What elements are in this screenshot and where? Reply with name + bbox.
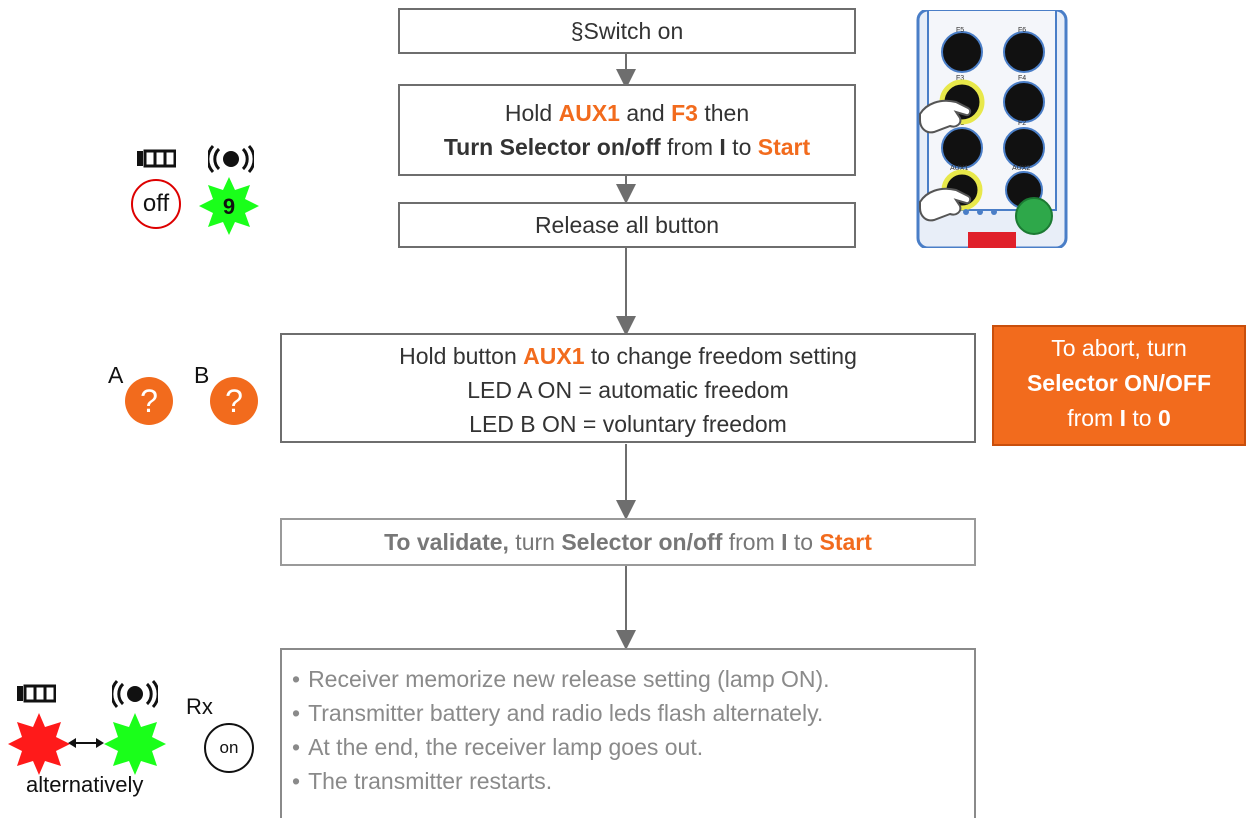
start-label: Start	[757, 134, 811, 160]
abort-note: To abort, turn Selector ON/OFF from I to…	[992, 325, 1246, 446]
led-b-description: LED B ON = voluntary freedom	[469, 411, 787, 437]
text-change-freedom: to change freedom setting	[584, 343, 857, 369]
pointing-hand-icon	[919, 187, 972, 222]
step-hold-aux1-freedom: Hold button AUX1 to change freedom setti…	[280, 333, 976, 443]
step-validate: To validate, turn Selector on/off from I…	[280, 518, 976, 566]
radio-led-green-star: 9	[199, 177, 259, 235]
radio-icon	[208, 144, 254, 174]
list-item-text: Receiver memorize new release setting (l…	[308, 666, 830, 692]
led-a-label: A	[108, 362, 124, 388]
pointing-hand-icon	[919, 99, 972, 134]
step-switch-on: §Switch on	[398, 8, 856, 54]
text-from: from	[660, 134, 720, 160]
position-i: I	[719, 134, 726, 160]
selector-knob	[1015, 197, 1053, 235]
list-item: •The transmitter restarts.	[292, 768, 553, 794]
led-a-symbol: ?	[140, 383, 158, 419]
abort-from: from	[1067, 405, 1120, 431]
alternatively-label: alternatively	[26, 772, 144, 797]
led-b-symbol: ?	[225, 383, 243, 419]
device-key-aux1: AUX1	[950, 165, 968, 172]
battery-icon	[17, 684, 56, 703]
list-item: •Transmitter battery and radio leds flas…	[292, 700, 824, 726]
abort-position-i: I	[1119, 405, 1126, 431]
result-list: •Receiver memorize new release setting (…	[280, 648, 976, 818]
text-to: to	[725, 134, 758, 160]
aux1-label: AUX1	[523, 343, 585, 369]
text-to: to	[787, 529, 820, 555]
list-item-text: Transmitter battery and radio leds flash…	[308, 700, 824, 726]
abort-selector: Selector ON/OFF	[1026, 370, 1212, 396]
step-release-all-text: Release all button	[534, 212, 720, 238]
list-item-text: The transmitter restarts.	[308, 768, 553, 794]
turn-selector-label: Turn Selector on/off	[443, 134, 661, 160]
device-key-f6: F6	[1018, 27, 1026, 34]
off-label: off	[142, 190, 170, 217]
text-and: and	[619, 100, 672, 126]
text-hold: Hold	[504, 100, 559, 126]
abort-to: to	[1126, 405, 1158, 431]
abort-line1: To abort, turn	[1051, 335, 1187, 361]
device-key-aux2: AUX2	[1012, 165, 1030, 172]
position-i: I	[781, 529, 788, 555]
device-key-f2: F2	[1018, 120, 1026, 127]
step-release-all: Release all button	[398, 202, 856, 248]
f3-label: F3	[671, 100, 698, 126]
battery-led-off: off	[131, 179, 181, 229]
battery-led-red-star	[8, 713, 70, 775]
to-validate-label: To validate,	[384, 529, 509, 555]
device-key-f3: F3	[956, 75, 964, 82]
list-item: •Receiver memorize new release setting (…	[292, 666, 830, 692]
text-then: then	[697, 100, 750, 126]
receiver-lamp-on: on	[204, 723, 254, 773]
led-a-unknown: ?	[125, 377, 173, 425]
device-key-f4: F4	[1018, 75, 1026, 82]
led-a-description: LED A ON = automatic freedom	[467, 377, 789, 403]
rx-label: Rx	[186, 694, 213, 719]
radio-count: 9	[223, 194, 235, 219]
transmitter-device-illustration: F5 F6 F3 F4 F1 F2 AUX1 AUX2	[916, 10, 1068, 248]
abort-position-0: 0	[1157, 405, 1171, 431]
aux1-label: AUX1	[558, 100, 620, 126]
step-hold-aux1-f3: Hold AUX1 and F3 then Turn Selector on/o…	[398, 84, 856, 176]
text-hold-button: Hold button	[399, 343, 524, 369]
radio-led-green-star	[104, 713, 166, 775]
led-b-unknown: ?	[210, 377, 258, 425]
on-label: on	[219, 738, 239, 757]
battery-icon	[137, 149, 176, 168]
selector-label: Selector on/off	[561, 529, 723, 555]
list-item: •At the end, the receiver lamp goes out.	[292, 734, 704, 760]
led-b-label: B	[194, 362, 210, 388]
text-from: from	[722, 529, 782, 555]
radio-icon	[112, 679, 158, 709]
list-item-text: At the end, the receiver lamp goes out.	[308, 734, 704, 760]
start-label: Start	[819, 529, 872, 555]
text-turn: turn	[508, 529, 562, 555]
step-switch-on-text: §Switch on	[570, 18, 684, 44]
device-key-f5: F5	[956, 27, 964, 34]
stop-button	[968, 232, 1016, 248]
alternate-arrow-icon	[68, 738, 104, 748]
